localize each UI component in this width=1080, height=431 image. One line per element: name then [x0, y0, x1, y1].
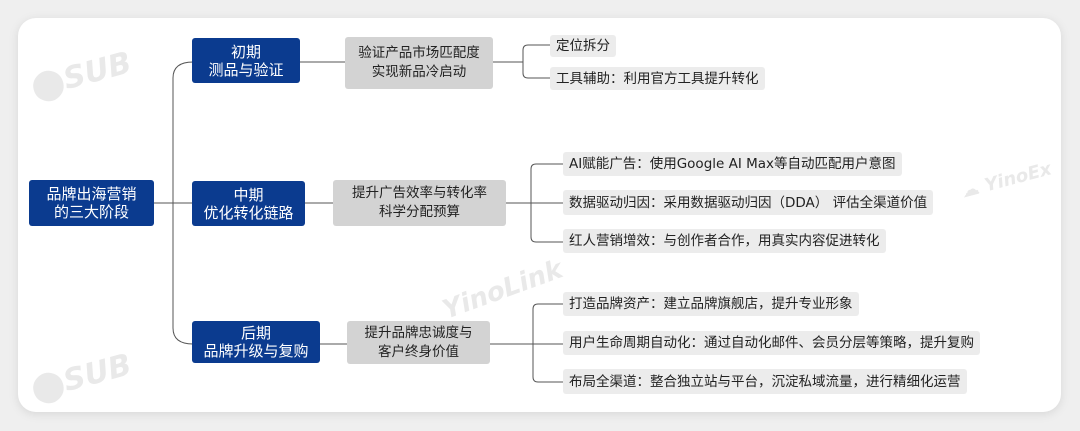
- stage-subtitle: 优化转化链路: [203, 203, 294, 222]
- goal-line2: 客户终身价值: [378, 343, 459, 360]
- stage-node-mid[interactable]: 中期 优化转化链路: [192, 181, 305, 226]
- stage-title: 初期: [230, 42, 261, 61]
- goal-line2: 科学分配预算: [379, 204, 460, 220]
- action-node[interactable]: 用户生命周期自动化：通过自动化邮件、会员分层等策略，提升复购: [563, 331, 980, 355]
- root-line1: 品牌出海营销: [46, 185, 137, 203]
- action-text: 数据驱动归因：采用数据驱动归因（DDA） 评估全渠道价值: [569, 194, 928, 211]
- goal-node-late[interactable]: 提升品牌忠诚度与 客户终身价值: [347, 321, 490, 364]
- action-node[interactable]: 打造品牌资产：建立品牌旗舰店，提升专业形象: [563, 292, 859, 316]
- action-node[interactable]: 定位拆分: [550, 35, 616, 57]
- action-node[interactable]: AI赋能广告：使用Google AI Max等自动匹配用户意图: [563, 152, 902, 176]
- stage-title: 后期: [240, 324, 271, 342]
- action-text: 定位拆分: [556, 38, 610, 54]
- action-node[interactable]: 红人营销增效：与创作者合作，用真实内容促进转化: [563, 229, 886, 253]
- goal-line1: 提升广告效率与转化率: [352, 185, 487, 201]
- action-text: 打造品牌资产：建立品牌旗舰店，提升专业形象: [569, 296, 853, 312]
- stage-node-early[interactable]: 初期 测品与验证: [192, 38, 300, 83]
- action-text: 布局全渠道：整合独立站与平台，沉淀私域流量，进行精细化运营: [569, 373, 961, 390]
- root-node[interactable]: 品牌出海营销 的三大阶段: [29, 180, 154, 226]
- goal-line1: 验证产品市场匹配度: [358, 45, 480, 61]
- action-text: 用户生命周期自动化：通过自动化邮件、会员分层等策略，提升复购: [569, 335, 974, 351]
- goal-node-early[interactable]: 验证产品市场匹配度 实现新品冷启动: [345, 37, 493, 89]
- action-text: 红人营销增效：与创作者合作，用真实内容促进转化: [569, 233, 880, 249]
- goal-line1: 提升品牌忠诚度与: [364, 324, 473, 341]
- goal-node-mid[interactable]: 提升广告效率与转化率 科学分配预算: [333, 180, 506, 226]
- goal-line2: 实现新品冷启动: [371, 64, 467, 80]
- action-node[interactable]: 数据驱动归因：采用数据驱动归因（DDA） 评估全渠道价值: [563, 190, 934, 215]
- stage-subtitle: 测品与验证: [208, 60, 284, 79]
- action-text: AI赋能广告：使用Google AI Max等自动匹配用户意图: [569, 156, 896, 172]
- action-node[interactable]: 工具辅助：利用官方工具提升转化: [550, 67, 765, 90]
- stage-subtitle: 品牌升级与复购: [203, 342, 309, 360]
- root-line2: 的三大阶段: [53, 203, 129, 221]
- action-text: 工具辅助：利用官方工具提升转化: [556, 70, 759, 87]
- stage-node-late[interactable]: 后期 品牌升级与复购: [192, 321, 320, 363]
- stage-title: 中期: [233, 185, 264, 204]
- action-node[interactable]: 布局全渠道：整合独立站与平台，沉淀私域流量，进行精细化运营: [563, 369, 967, 394]
